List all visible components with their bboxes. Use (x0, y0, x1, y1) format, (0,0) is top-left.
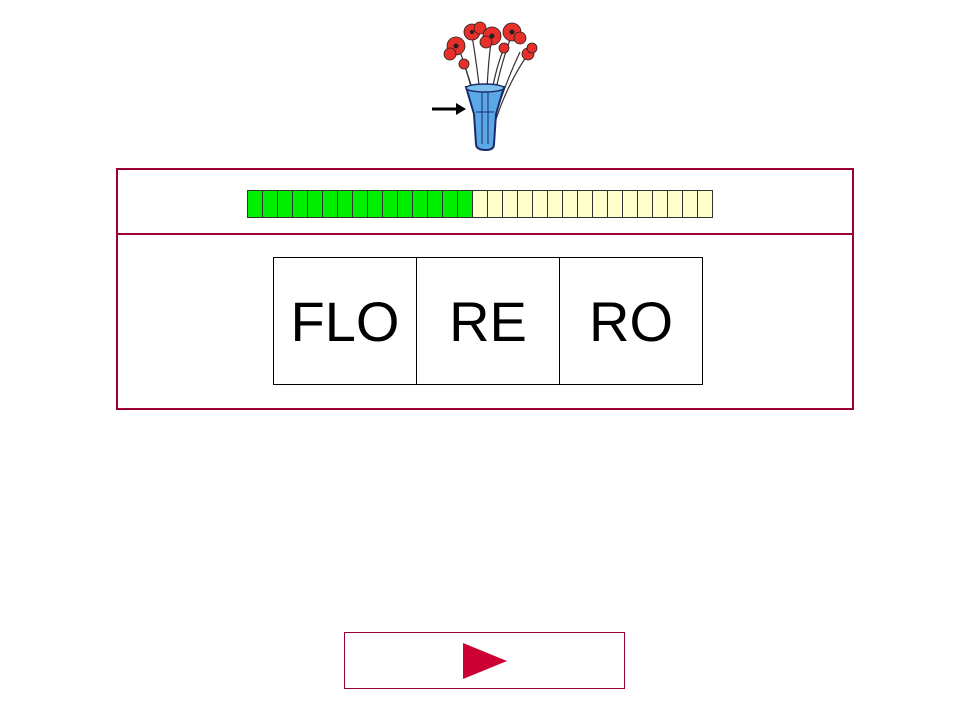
flowers-in-vase-icon (432, 21, 538, 152)
progress-segment-remaining (668, 191, 683, 217)
progress-segment-remaining (518, 191, 533, 217)
progress-segment-complete (443, 191, 458, 217)
progress-segment-complete (263, 191, 278, 217)
progress-segment-remaining (578, 191, 593, 217)
progress-segment-complete (353, 191, 368, 217)
progress-segment-complete (413, 191, 428, 217)
progress-segment-complete (458, 191, 473, 217)
progress-segment-complete (278, 191, 293, 217)
syllable-card-2[interactable]: RE (416, 257, 560, 385)
progress-segment-remaining (488, 191, 503, 217)
play-triangle-icon (462, 642, 507, 679)
progress-segment-complete (383, 191, 398, 217)
progress-segment-remaining (533, 191, 548, 217)
progress-segment-remaining (593, 191, 608, 217)
exercise-panel: FLO RE RO (116, 168, 854, 410)
progress-segment-remaining (698, 191, 713, 217)
progress-segment-remaining (563, 191, 578, 217)
progress-segment-complete (323, 191, 338, 217)
progress-row (118, 170, 852, 235)
progress-segment-complete (308, 191, 323, 217)
progress-segment-complete (428, 191, 443, 217)
arrow-right-icon (432, 103, 466, 115)
next-button[interactable] (344, 632, 625, 689)
progress-segment-remaining (608, 191, 623, 217)
progress-segment-remaining (653, 191, 668, 217)
syllable-cards: FLO RE RO (273, 257, 703, 385)
syllable-card-3[interactable]: RO (559, 257, 703, 385)
progress-segment-remaining (473, 191, 488, 217)
progress-segment-complete (398, 191, 413, 217)
syllable-card-1[interactable]: FLO (273, 257, 417, 385)
progress-bar (247, 190, 713, 218)
progress-segment-complete (368, 191, 383, 217)
progress-segment-complete (338, 191, 353, 217)
progress-segment-remaining (683, 191, 698, 217)
progress-segment-complete (293, 191, 308, 217)
progress-segment-remaining (638, 191, 653, 217)
progress-segment-complete (248, 191, 263, 217)
progress-segment-remaining (503, 191, 518, 217)
progress-segment-remaining (623, 191, 638, 217)
progress-segment-remaining (548, 191, 563, 217)
